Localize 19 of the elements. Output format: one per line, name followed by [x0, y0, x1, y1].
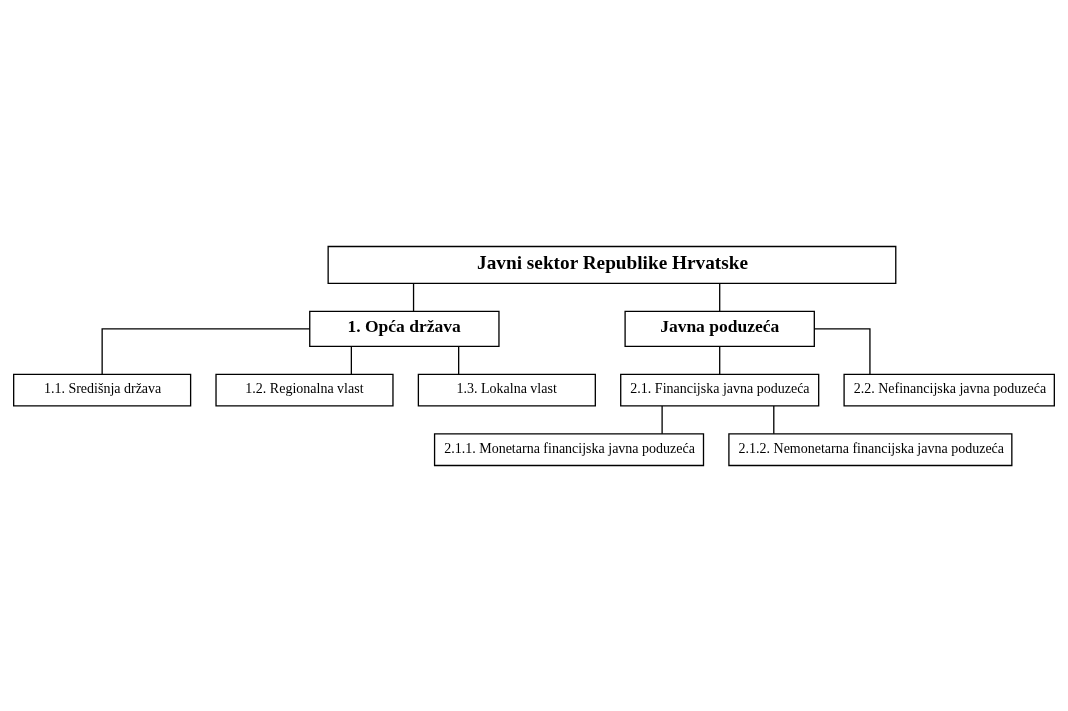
node-box: Javni sektor Republike Hrvatske — [327, 245, 897, 284]
node-box: 1.3. Lokalna vlast — [417, 373, 596, 407]
connector — [719, 282, 721, 312]
node-box: 2.1.1. Monetarna financijska javna poduzeća — [433, 432, 705, 466]
connector — [458, 345, 460, 375]
connector — [813, 327, 871, 375]
connector — [773, 404, 775, 434]
connector — [101, 327, 311, 375]
node-box: 1.1. Središnja država — [13, 373, 192, 407]
connector — [661, 404, 663, 434]
connector — [350, 345, 352, 375]
node-box: 2.1.2. Nemonetarna financijska javna poduzeća — [728, 432, 1013, 466]
connector — [412, 282, 415, 312]
connector — [719, 345, 721, 375]
node-box: 1. Opća država — [309, 310, 500, 347]
node-box: 2.2. Nefinancijska javna poduzeća — [843, 373, 1055, 407]
node-box: 2.1. Financijska javna poduzeća — [620, 373, 820, 407]
node-box: 1.2. Regionalna vlast — [215, 373, 394, 407]
node-box: Javna poduzeća — [624, 310, 815, 347]
